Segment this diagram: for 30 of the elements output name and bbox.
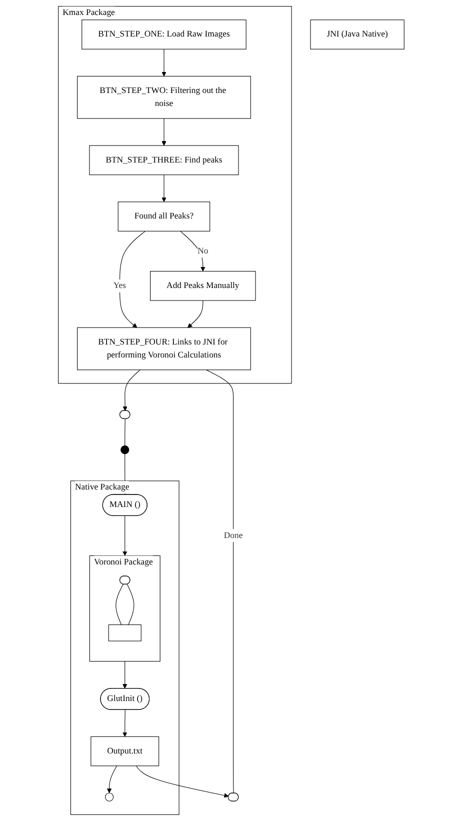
edge-label: Yes [113,281,126,290]
arrow [106,766,117,794]
node-box: Found all Peaks? [118,202,210,232]
arrow [122,515,128,556]
arrow [187,300,203,328]
arrow [122,710,128,737]
arrow [119,230,146,328]
connector [124,418,126,446]
arrow [161,48,166,76]
edge-label: Done [224,530,242,540]
arrow [136,766,229,798]
connector [126,584,134,626]
node-box: Add Peaks Manually [150,271,256,301]
node-box: BTN_STEP_FOUR: Links to JNI for performing Voronoi Calculations [76,327,251,370]
node-box: JNI (Java Native) [310,20,404,50]
arrow [161,118,166,146]
node-box: BTN_STEP_ONE: Load Raw Images [81,20,246,50]
edge-label: No [197,246,208,256]
node-circle [120,445,129,454]
arrow [161,174,166,202]
node-box [108,624,142,642]
connector [206,370,234,794]
node-box: Output.txt [90,736,159,766]
node-circle [104,792,114,802]
connector [115,584,124,626]
arrow [180,230,206,272]
node-box: BTN_STEP_TWO: Filtering out the noise [76,76,251,119]
arrow [122,370,140,411]
arrow [122,661,128,689]
node-box: BTN_STEP_THREE: Find peaks [88,145,239,176]
